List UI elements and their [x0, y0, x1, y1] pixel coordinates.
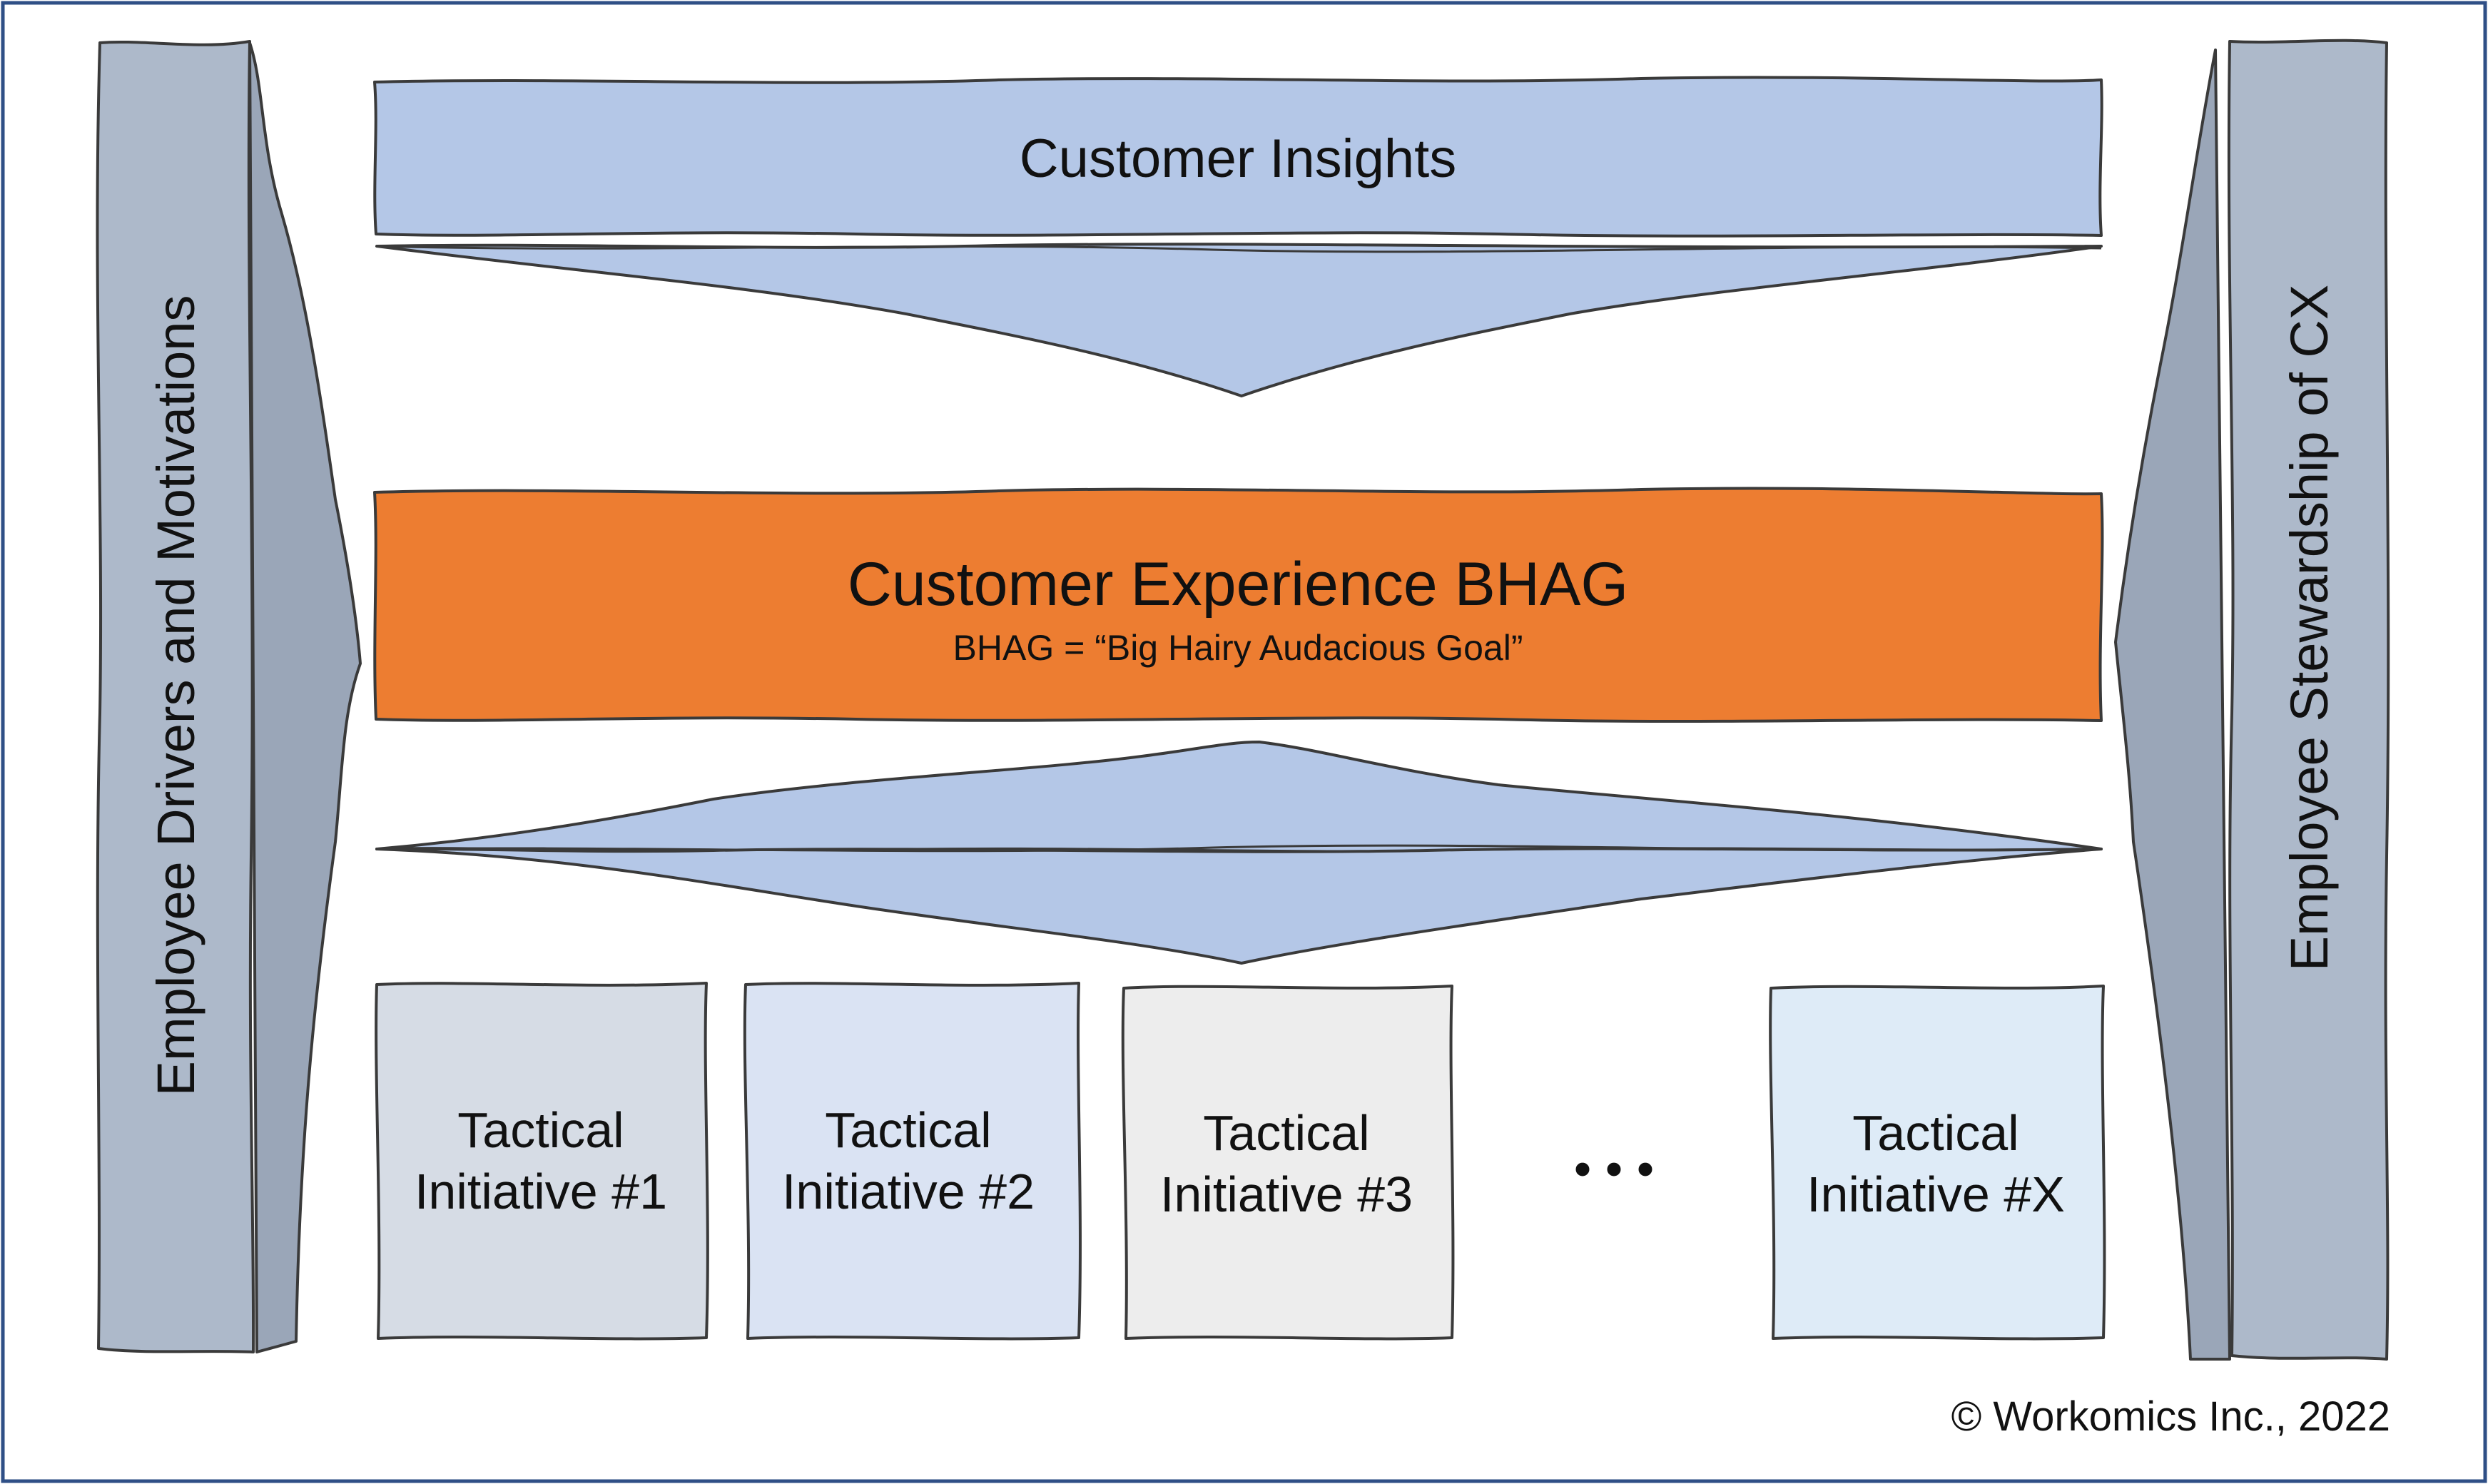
- initiative-card-2-line2: Initiative #2: [782, 1164, 1035, 1219]
- initiative-card-1-box: [375, 982, 709, 1341]
- bhag-lens-bottom: [375, 847, 2103, 965]
- right-side-bar: Employee Stewardship of CX: [2114, 39, 2390, 1361]
- initiative-card-x: Tactical Initiative #X: [1769, 985, 2106, 1341]
- right-side-bar-label: Employee Stewardship of CX: [2280, 285, 2339, 971]
- customer-insights-funnel-edge: [376, 245, 2102, 253]
- bhag-lens: [375, 741, 2103, 965]
- left-side-bar: Employee Drivers and Motivations: [96, 40, 362, 1353]
- bhag-band: Customer Experience BHAG BHAG = “Big Hai…: [373, 487, 2104, 723]
- initiative-card-2-box: [743, 982, 1082, 1341]
- initiative-card-2-line1: Tactical: [825, 1102, 991, 1158]
- customer-insights-band: Customer Insights: [373, 76, 2103, 397]
- left-side-bar-label: Employee Drivers and Motivations: [146, 295, 205, 1097]
- initiative-card-x-box: [1769, 985, 2106, 1341]
- ellipsis: • • •: [1574, 1141, 1654, 1196]
- customer-insights-rectangle: [373, 76, 2103, 238]
- initiative-card-1: Tactical Initiative #1: [375, 982, 709, 1341]
- initiative-card-1-line2: Initiative #1: [415, 1164, 667, 1219]
- bhag-title: Customer Experience BHAG: [848, 550, 1629, 619]
- initiative-card-3-box: [1121, 985, 1455, 1341]
- initiative-card-2: Tactical Initiative #2: [743, 982, 1082, 1341]
- right-side-bar-shadow: [2114, 49, 2231, 1361]
- left-side-bar-shadow: [248, 41, 362, 1353]
- bhag-rectangle: [373, 487, 2104, 723]
- initiative-card-x-line2: Initiative #X: [1807, 1167, 2065, 1222]
- initiative-card-1-line1: Tactical: [457, 1102, 624, 1158]
- initiative-card-3-line1: Tactical: [1203, 1105, 1369, 1161]
- left-side-bar-body: [96, 40, 255, 1353]
- copyright-notice: © Workomics Inc., 2022: [1951, 1393, 2390, 1440]
- right-side-bar-body: [2227, 39, 2390, 1361]
- initiative-card-3-line2: Initiative #3: [1160, 1167, 1413, 1222]
- initiative-card-x-line1: Tactical: [1852, 1105, 2019, 1161]
- customer-insights-label: Customer Insights: [1020, 128, 1456, 189]
- bhag-subtitle: BHAG = “Big Hairy Audacious Goal”: [953, 628, 1523, 668]
- initiative-card-3: Tactical Initiative #3: [1121, 985, 1455, 1341]
- bhag-lens-centerline: [376, 844, 2102, 853]
